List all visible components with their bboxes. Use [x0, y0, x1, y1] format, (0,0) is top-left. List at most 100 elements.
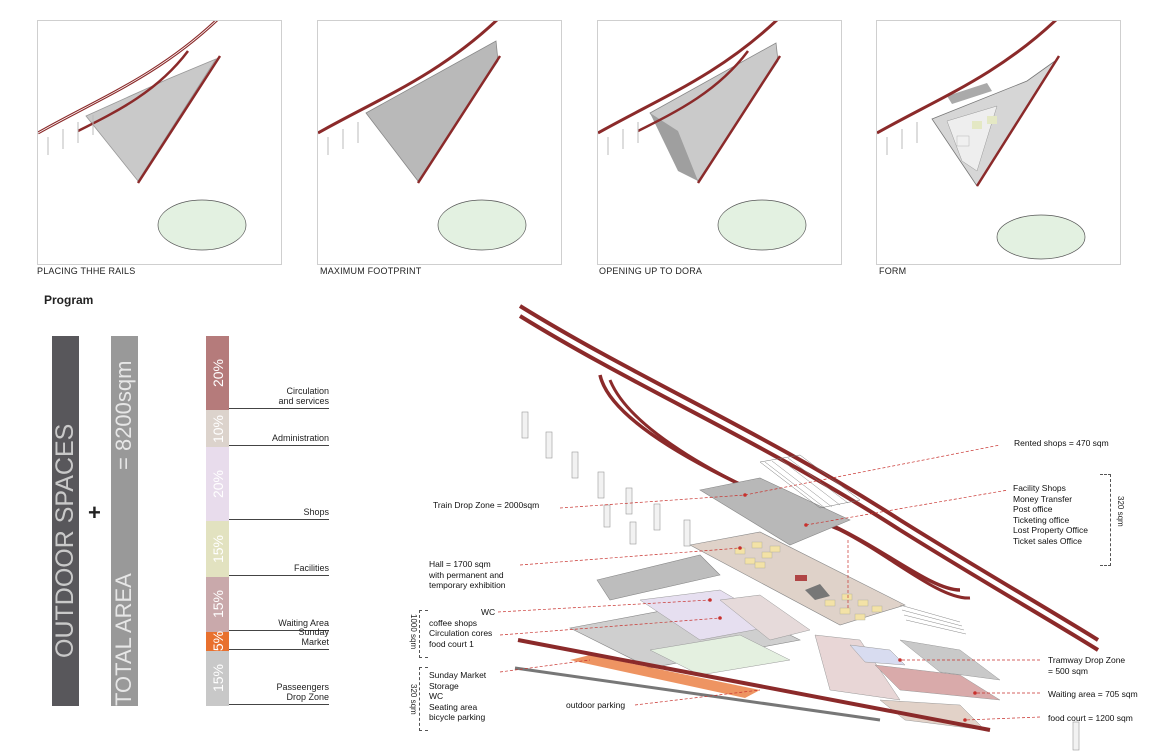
- food-court-zone: [879, 699, 986, 731]
- hall-line: temporary exhibition: [429, 580, 506, 590]
- program-segment-label: Waiting Area: [278, 618, 329, 628]
- rail-side: [975, 55, 1061, 187]
- rail-main-1: [518, 304, 1100, 642]
- segment-percent: 15%: [209, 664, 226, 693]
- program-title: Program: [44, 293, 94, 307]
- caption-4: FORM: [879, 266, 907, 276]
- hall-line: Hall = 1700 sqm: [429, 559, 491, 569]
- tramway-zone: [849, 644, 906, 666]
- sunday-market-strip: [570, 655, 760, 698]
- food-court-label: food court = 1200 sqm: [1048, 713, 1133, 723]
- total-value: = 8200sqm: [111, 360, 136, 470]
- stage-panel-1: [37, 20, 282, 265]
- market-group-bracket: [419, 667, 428, 731]
- market-group-item: Seating area: [429, 701, 478, 712]
- opening-cut: [650, 113, 698, 181]
- hall-group-area: 1000 sqm: [409, 614, 418, 650]
- facility-item: Post office: [1013, 504, 1053, 514]
- program-segment: 20%: [206, 336, 229, 410]
- rail-main-2: [518, 314, 1100, 652]
- food-court-1-zone: [719, 594, 811, 641]
- hall-group-list: WC coffee shops Circulation cores food c…: [429, 607, 495, 649]
- program-segment: 20%: [206, 447, 229, 521]
- tramway-label: Tramway Drop Zone = 500 sqm: [1048, 655, 1125, 676]
- caption-3: OPENING UP TO DORA: [599, 266, 703, 276]
- rail-branch-2: [608, 379, 971, 600]
- facility-item: Ticketing office: [1013, 514, 1070, 525]
- waiting-area-label: Waiting area = 705 sqm: [1048, 689, 1138, 699]
- hall-group-bracket: [419, 610, 428, 658]
- market-group-item: WC: [429, 691, 444, 701]
- program-leader-line: [229, 630, 329, 631]
- program-segment: 15%: [206, 650, 229, 706]
- tramway-line: Tramway Drop Zone: [1048, 655, 1126, 665]
- ground-hall: [569, 599, 801, 669]
- plus-sign: +: [88, 500, 101, 525]
- rail-side: [696, 55, 782, 184]
- program-segment: 5%: [206, 631, 229, 652]
- stair: [805, 584, 830, 600]
- rail-side: [416, 55, 502, 184]
- hall-group-item: coffee shops: [429, 617, 478, 628]
- program-segment-label: Facilities: [293, 562, 329, 573]
- program-segment: 15%: [206, 576, 229, 632]
- facility-item: Facility Shops: [1013, 483, 1066, 493]
- program-segment: 15%: [206, 521, 229, 577]
- rail-main: [598, 21, 779, 135]
- outdoor-parking-label: outdoor parking: [566, 700, 626, 710]
- program-leader-line: [229, 704, 329, 705]
- rail-side: [136, 55, 222, 184]
- program-leader-line: [229, 519, 329, 520]
- hall-group-item: food court 1: [429, 638, 474, 649]
- facility-area: 320 sqm: [1116, 496, 1125, 527]
- tram-platform: [899, 639, 1001, 681]
- dora-green: [996, 214, 1086, 260]
- waiting-area-zone: [874, 664, 1001, 701]
- rail-bottom-1: [517, 638, 991, 732]
- waiting-zone: [814, 634, 901, 701]
- facility-item: Lost Property Office: [1013, 525, 1088, 535]
- dora-green: [717, 199, 807, 251]
- facility-item: Ticket sales Office: [1013, 535, 1082, 546]
- segment-percent: 20%: [209, 469, 226, 499]
- program-leader-line: [229, 445, 329, 446]
- outdoor-bar: [52, 336, 79, 706]
- roof-canopy: [947, 83, 992, 104]
- program-segment-label: Shops: [303, 507, 329, 517]
- hall-label: Hall = 1700 sqm with permanent and tempo…: [429, 559, 506, 591]
- facility-item: Money Transfer: [1013, 493, 1073, 504]
- program-leader-line: [229, 648, 329, 650]
- rail-main: [318, 21, 499, 135]
- program-segment-label: Administration: [271, 433, 329, 443]
- caption-1: PLACING THHE RAILS: [37, 266, 136, 276]
- program-leader-line: [229, 408, 329, 409]
- total-bar: [111, 336, 138, 706]
- facility-list: Facility Shops Money Transfer Post offic…: [1013, 483, 1088, 546]
- rail-branch: [637, 50, 749, 133]
- stage-panel-2: [317, 20, 562, 265]
- rented-shops-label: Rented shops = 470 sqm: [1014, 438, 1109, 448]
- market-group-list: Sunday Market Storage WC Seating area bi…: [429, 670, 486, 723]
- market-group-item: bicycle parking: [429, 712, 486, 722]
- facility-bracket: [1100, 474, 1111, 566]
- building-footprint: [85, 58, 218, 182]
- stage-panel-4: [876, 20, 1121, 265]
- segment-percent: 5%: [209, 631, 226, 652]
- tramway-line: = 500 sqm: [1048, 665, 1088, 676]
- rail-branch: [77, 50, 189, 133]
- train-drop-deck: [699, 477, 851, 546]
- stage-panel-3: [597, 20, 842, 265]
- program-leader-line: [229, 574, 329, 576]
- dora-green: [157, 199, 247, 251]
- dora-green: [437, 199, 527, 251]
- total-label: TOTAL AREA: [111, 573, 136, 706]
- market-group-item: Storage: [429, 680, 459, 691]
- hall-group-item: WC: [481, 607, 496, 617]
- caption-2: MAXIMUM FOOTPRINT: [320, 266, 422, 276]
- shops-zone: [639, 589, 781, 641]
- hall-line: with permanent and: [429, 569, 504, 580]
- rail-bottom-2: [514, 666, 881, 722]
